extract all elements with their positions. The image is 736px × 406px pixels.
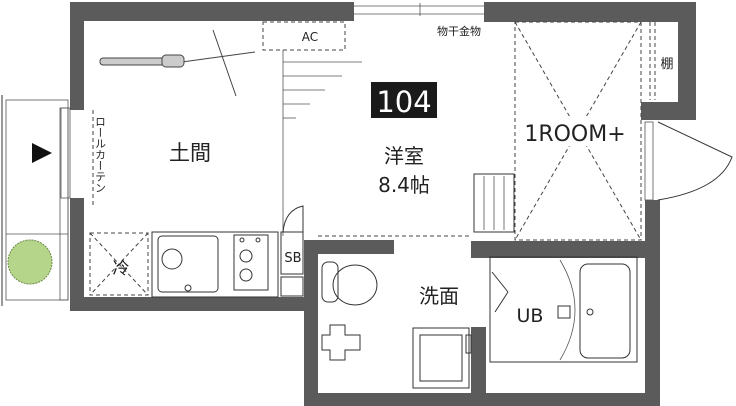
unit-number: 104 — [376, 85, 431, 119]
door-swing — [282, 205, 304, 233]
plus-room — [514, 21, 642, 241]
roll-curtain-label: ロールカーテン — [94, 116, 107, 193]
ladder-icon — [473, 173, 515, 233]
entrance-arrow-icon — [32, 143, 52, 163]
sink-icon — [157, 235, 219, 293]
unit-number-badge — [371, 82, 437, 118]
ac-label: AC — [302, 30, 318, 44]
unit-bath — [489, 256, 638, 363]
toilet-icon — [321, 261, 339, 303]
bathtub-icon — [579, 263, 631, 359]
washbasin-icon — [412, 327, 470, 389]
western-room-label: 洋室 — [384, 144, 424, 168]
fridge-label: 冷 — [113, 259, 130, 279]
bicycle-icon — [99, 29, 256, 97]
shoe-box-label: SB — [284, 251, 301, 266]
western-room-size: 8.4帖 — [378, 173, 430, 197]
balcony — [1, 95, 69, 306]
window-left — [60, 107, 71, 199]
tree-icon — [7, 239, 53, 285]
washroom-label: 洗面 — [419, 284, 459, 308]
loft-ladder-lines — [282, 50, 362, 236]
ac-unit — [262, 21, 346, 51]
stove-icon — [233, 234, 269, 291]
window-top — [354, 3, 484, 16]
doma-label: 土間 — [169, 141, 211, 165]
counter — [151, 231, 279, 298]
kitchen: 冷 SB — [89, 205, 304, 298]
shoe-box — [280, 231, 304, 275]
entrance-door[interactable] — [644, 121, 733, 201]
washroom — [321, 261, 472, 389]
fridge-space — [89, 232, 149, 296]
walls — [70, 2, 696, 406]
shelf-label: 棚 — [660, 57, 673, 72]
unit-bath-label: UB — [517, 305, 544, 327]
laundry-hanger-label: 物干金物 — [437, 24, 481, 38]
room-type-label: 1ROOM+ — [524, 122, 625, 147]
